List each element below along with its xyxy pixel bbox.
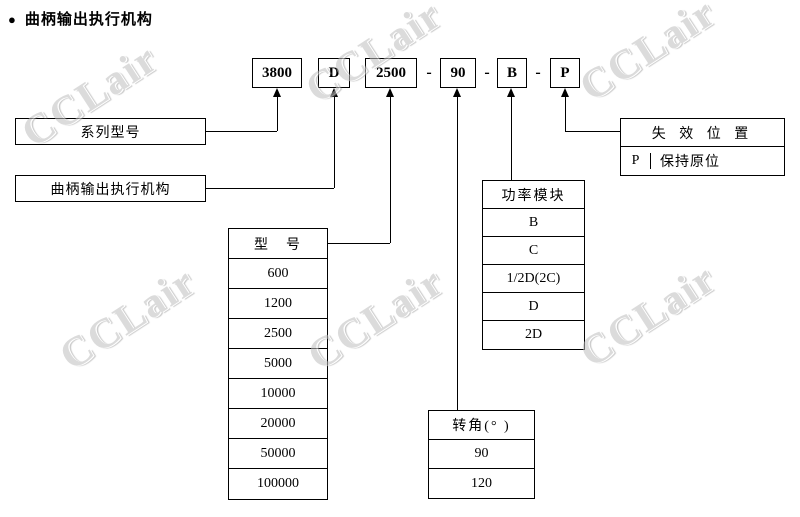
connector-line — [277, 96, 278, 131]
diagram-title: ● 曲柄输出执行机构 — [8, 8, 153, 29]
model-table-row: 5000 — [229, 349, 327, 379]
code-box-power-module: B — [497, 58, 527, 88]
power-table-row: 2D — [524, 327, 543, 342]
code-box-model: 2500 — [365, 58, 417, 88]
bullet-icon: ● — [8, 12, 17, 27]
connector-line — [565, 96, 566, 131]
code-box-series-number: 3800 — [252, 58, 302, 88]
model-table: 型 号 600 1200 2500 5000 10000 20000 50000… — [228, 228, 328, 500]
fail-table-desc-cell: 保持原位 — [660, 155, 720, 170]
code-box-actuator-type: D — [318, 58, 350, 88]
arrow-up-icon — [453, 88, 461, 97]
arrow-up-icon — [507, 88, 515, 97]
connector-line — [206, 131, 277, 132]
code-box-angle: 90 — [440, 58, 476, 88]
arrow-up-icon — [386, 88, 394, 97]
connector-line — [206, 188, 334, 189]
angle-table-row: 120 — [471, 475, 492, 491]
title-text: 曲柄输出执行机构 — [24, 12, 153, 28]
power-table-row: B — [483, 209, 584, 237]
watermark: CCLair — [571, 0, 725, 111]
fail-table-header: 失 效 位 置 — [621, 119, 784, 147]
power-table-row: 1/2D(2C) — [483, 265, 584, 293]
arrow-up-icon — [330, 88, 338, 97]
power-table-row: D — [483, 293, 584, 321]
code-dash: - — [484, 64, 490, 81]
code-dash: - — [426, 64, 432, 81]
model-table-row: 2500 — [229, 319, 327, 349]
power-table-row: C — [483, 237, 584, 265]
arrow-up-icon — [561, 88, 569, 97]
watermark: CCLair — [51, 258, 205, 380]
connector-line — [328, 243, 390, 244]
fail-table-code-cell: P — [621, 153, 651, 169]
angle-table-header: 转角(° ) — [429, 411, 534, 440]
watermark: CCLair — [571, 255, 725, 377]
model-table-row: 600 — [229, 259, 327, 289]
connector-line — [390, 96, 391, 243]
model-table-row: 20000 — [229, 409, 327, 439]
model-table-row: 1200 — [229, 289, 327, 319]
angle-table: 转角(° ) 90 120 — [428, 410, 535, 499]
connector-line — [457, 96, 458, 410]
connector-line — [334, 96, 335, 188]
arrow-up-icon — [273, 88, 281, 97]
callout-series-model: 系列型号 — [15, 118, 206, 145]
model-table-row: 50000 — [229, 439, 327, 469]
angle-table-row: 90 — [429, 440, 534, 469]
power-module-table: 功率模块 B C 1/2D(2C) D 2D — [482, 180, 585, 350]
code-box-fail-position: P — [550, 58, 580, 88]
fail-position-table: 失 效 位 置 P 保持原位 — [620, 118, 785, 176]
connector-line — [511, 96, 512, 180]
model-table-row: 10000 — [229, 379, 327, 409]
watermark: CCLair — [297, 0, 451, 113]
code-dash: - — [535, 64, 541, 81]
model-table-row: 100000 — [257, 476, 299, 491]
fail-table-row: P 保持原位 — [621, 147, 784, 175]
power-table-header: 功率模块 — [483, 181, 584, 209]
connector-line — [565, 131, 620, 132]
model-table-header: 型 号 — [229, 229, 327, 259]
callout-crank-actuator: 曲柄输出执行机构 — [15, 175, 206, 202]
